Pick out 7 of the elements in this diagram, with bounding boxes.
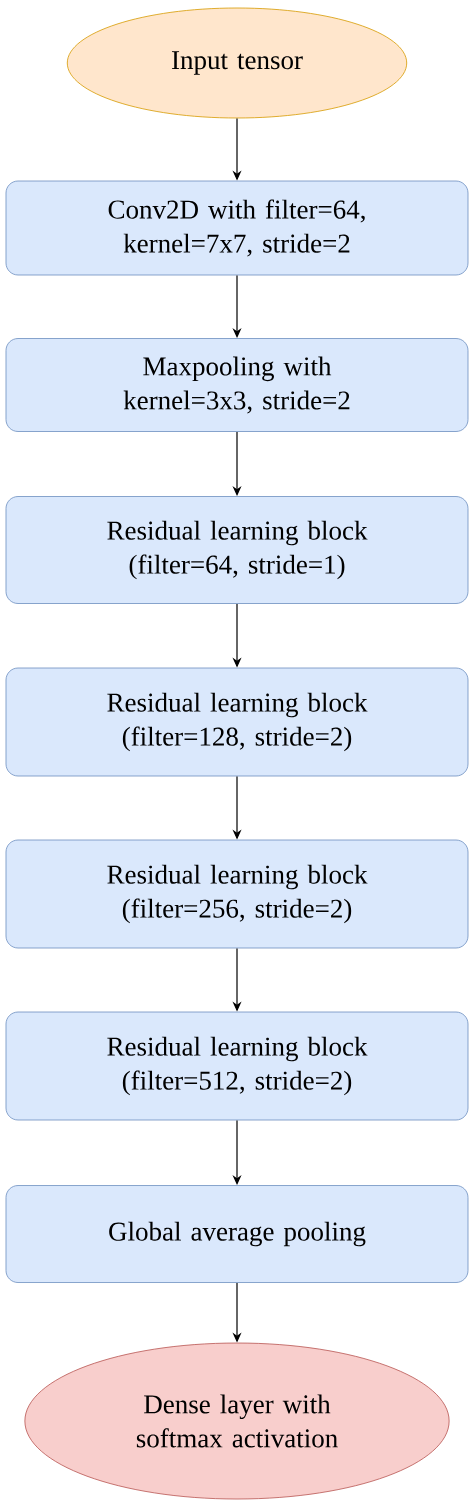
process-box: Residual learning block (filter=512, stride=2) [5,1011,469,1121]
process-box: Residual learning block (filter=64, stride=1) [5,496,469,604]
process-box: Residual learning block (filter=128, stride=2) [5,667,469,777]
process-box: Conv2D with filter=64, kernel=7x7, stride=2 [5,180,469,276]
process-box: Global average pooling [5,1185,469,1283]
process-box: Residual learning block (filter=256, stride=2) [5,839,469,949]
process-box: Maxpooling with kernel=3x3, stride=2 [5,338,469,432]
